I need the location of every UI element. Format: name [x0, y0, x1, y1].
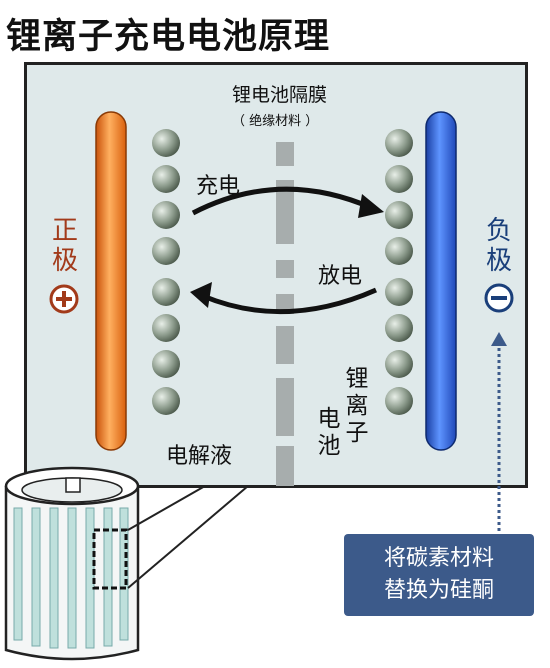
callout-line2: 替换为硅酮	[383, 578, 494, 603]
connector-arrowhead	[491, 332, 507, 346]
separator-sublabel: （ 绝缘材料 ）	[232, 114, 319, 129]
positive-electrode	[95, 111, 127, 451]
callout-line1: 将碳素材料	[383, 546, 494, 571]
positive-label: 正极	[51, 216, 78, 276]
charge-arrow	[191, 186, 373, 216]
battery-label-col1: 锂离子	[345, 366, 369, 446]
zoom-line-bottom	[127, 485, 249, 589]
negative-electrode	[425, 111, 457, 451]
electrolyte-label: 电解液	[166, 444, 233, 469]
discharge-arrowhead	[190, 282, 212, 308]
charge-arrowhead	[358, 194, 384, 218]
callout-box: 将碳素材料 替换为硅酮	[344, 534, 534, 616]
minus-icon	[484, 283, 514, 313]
charge-label: 充电	[196, 174, 241, 199]
discharge-arrow	[202, 287, 378, 315]
ions-left	[152, 129, 180, 415]
battery-illustration	[4, 466, 140, 661]
negative-label: 负极	[485, 216, 512, 276]
ions-right	[385, 129, 413, 415]
plus-icon	[49, 284, 79, 314]
discharge-label: 放电	[318, 264, 363, 289]
page-title: 锂离子充电电池原理	[6, 17, 331, 57]
zoom-line-top	[127, 485, 206, 531]
separator-label: 锂电池隔膜	[232, 84, 328, 106]
separator-dashes	[276, 142, 294, 486]
battery-label-col2: 电池	[317, 406, 341, 459]
